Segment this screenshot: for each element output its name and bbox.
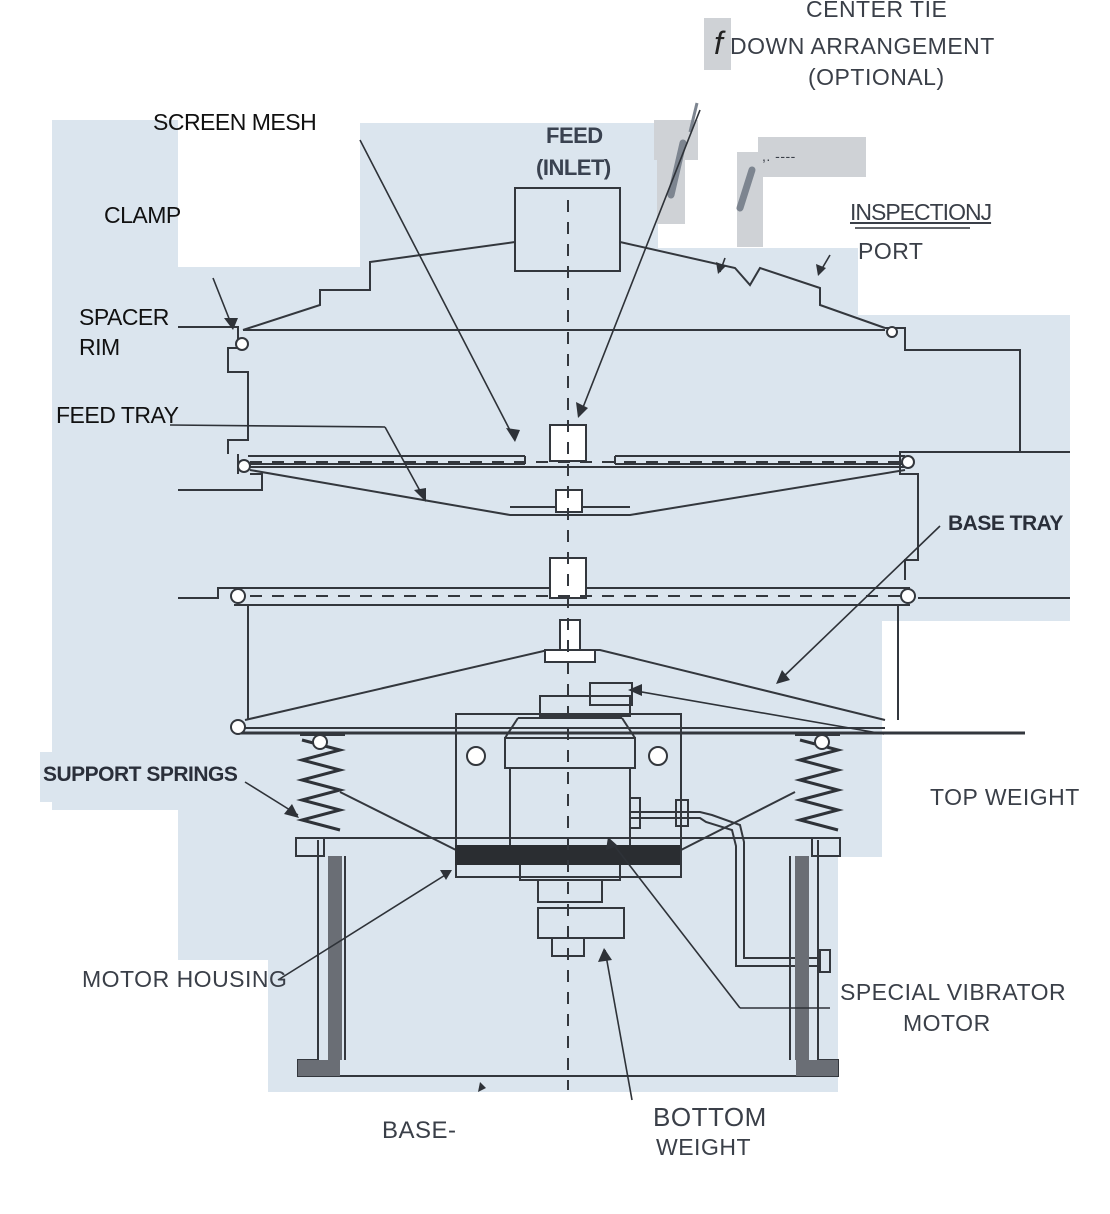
label-clamp: CLAMP	[104, 202, 181, 228]
label-motor-housing: MOTOR HOUSING	[82, 966, 288, 992]
label-base-tray: BASE TRAY	[948, 512, 1063, 535]
dashed-lines	[250, 200, 905, 1090]
label-top-weight: TOP WEIGHT	[930, 784, 1080, 810]
label-feed: FEED	[546, 123, 603, 148]
label-base: BASE-	[382, 1117, 457, 1144]
label-screen-mesh: SCREEN MESH	[153, 109, 317, 135]
leader-lines	[169, 109, 970, 1101]
label-inlet: (INLET)	[536, 155, 611, 180]
support-springs	[296, 738, 844, 832]
hatched-parts	[298, 845, 838, 1076]
label-center-tie-f: f	[714, 25, 723, 61]
label-scribble: ,. ----	[762, 148, 796, 164]
label-weight: WEIGHT	[656, 1134, 751, 1160]
fasteners	[230, 326, 916, 766]
label-motor: MOTOR	[903, 1010, 991, 1036]
label-center-tie: CENTER TIE	[806, 0, 948, 22]
label-optional: (OPTIONAL)	[808, 64, 945, 90]
grey-patches	[654, 18, 866, 247]
grey-stroke-thin	[688, 102, 699, 133]
label-spacer: SPACER	[79, 304, 169, 330]
label-rim: RIM	[79, 334, 120, 360]
arrow-heads	[224, 262, 826, 1092]
label-port: PORT	[858, 238, 924, 264]
label-down-arrangement: DOWN ARRANGEMENT	[730, 33, 995, 59]
label-inspection: INSPECTIONJ	[850, 199, 992, 225]
label-support-springs: SUPPORT SPRINGS	[43, 763, 238, 786]
label-feed-tray: FEED TRAY	[56, 402, 179, 428]
label-bottom: BOTTOM	[653, 1102, 767, 1132]
label-special-vibrator: SPECIAL VIBRATOR	[840, 979, 1067, 1005]
